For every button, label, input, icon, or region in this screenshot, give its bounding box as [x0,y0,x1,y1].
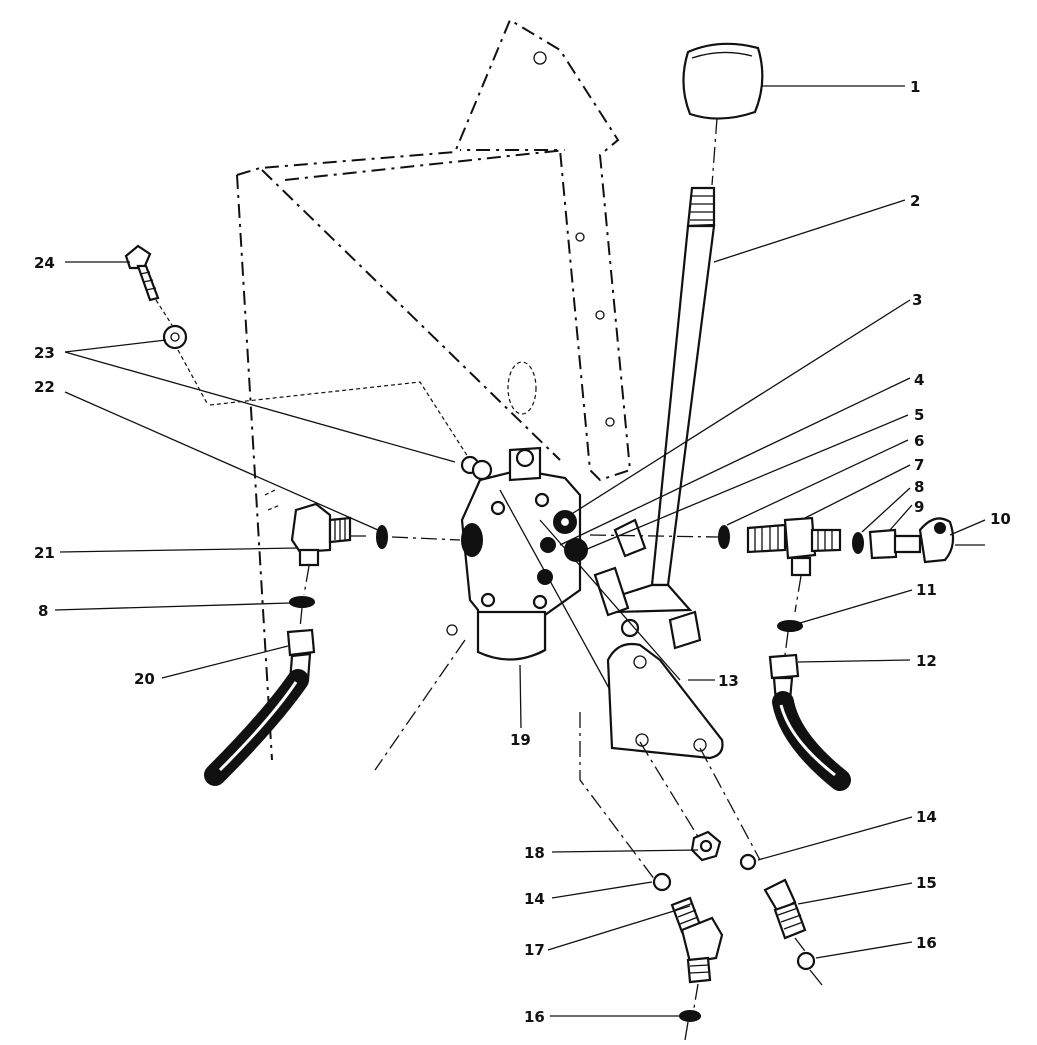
seal-16-right-part [796,951,816,971]
callout-19: 19 [510,731,531,749]
callout-18: 18 [524,844,545,862]
callout-14-left: 14 [524,890,545,908]
knob-10-part [918,517,955,564]
nut-18-part [690,830,722,862]
callout-17: 17 [524,941,545,959]
callout-5: 5 [914,406,924,424]
knob-part [682,42,764,120]
link-lower-part [668,610,702,650]
callout-6: 6 [914,432,924,450]
elbow-17-part [670,896,724,984]
callout-20: 20 [134,670,155,688]
callout-8-right: 8 [914,478,924,496]
fitting-3-part [553,510,577,534]
callout-21: 21 [34,544,55,562]
pin-part [620,618,640,638]
o-ring-22-part [376,525,388,549]
callout-23: 23 [34,344,55,362]
o-ring-8-right-part [852,532,864,554]
callout-labels: 1 2 3 4 5 6 7 8 9 10 11 12 13 14 15 16 1… [34,78,1011,1026]
hose-20-part [204,628,316,786]
callout-9: 9 [914,498,924,516]
o-ring-6-part [718,525,730,549]
leader-lines [54,85,986,1017]
washer-23-top-part [162,324,188,350]
callout-16-right: 16 [916,934,937,952]
elbow-21-part [290,502,352,567]
callout-4: 4 [914,371,924,389]
link-part [613,518,647,558]
seal-8-left-part [289,596,315,608]
control-valve-part [460,446,582,661]
callout-7: 7 [914,456,924,474]
washer-14-left-part [652,872,672,892]
tee-fitting-7-part [746,516,842,577]
callout-22: 22 [34,378,55,396]
spacer-part [593,566,630,617]
plate-13-part [606,642,724,760]
callout-13: 13 [718,672,739,690]
fitting-15-part [763,878,807,940]
callout-12: 12 [916,652,937,670]
callout-10: 10 [990,510,1011,528]
hose-12-part [768,653,851,791]
callout-3: 3 [912,291,922,309]
washer-14-right-part [739,853,757,871]
mounting-bracket-phantom [209,18,632,761]
callout-11: 11 [916,581,937,599]
fitting-9-part [868,528,922,560]
callout-24: 24 [34,254,55,272]
callout-1: 1 [910,78,920,96]
callout-16-bottom: 16 [524,1008,545,1026]
callout-2: 2 [910,192,920,210]
callout-14-right: 14 [916,808,937,826]
callout-15: 15 [916,874,937,892]
washer-23-part [460,455,493,481]
bolt-24-part [124,244,160,302]
seal-11-part [777,620,803,632]
callout-8-left: 8 [38,602,48,620]
